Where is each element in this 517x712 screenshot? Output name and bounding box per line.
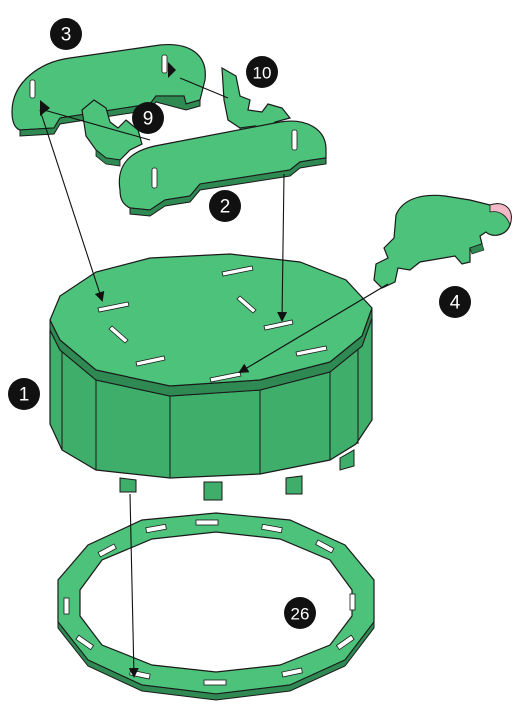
arrow-panel2-to-slot (277, 173, 288, 322)
part-badge-10: 10 (246, 56, 278, 88)
part-badge-1: 1 (8, 378, 40, 410)
badge-circle (132, 102, 164, 134)
part-badge-3: 3 (50, 18, 82, 50)
part-number-label: 4 (450, 293, 461, 314)
part-number-label: 1 (19, 385, 30, 406)
badge-circle (246, 56, 278, 88)
top-slots (97, 265, 328, 383)
part-number-label: 26 (291, 605, 310, 624)
arrow-panel3-to-bracket10 (179, 77, 229, 99)
assembly-arrows (39, 77, 389, 678)
badge-circle (50, 18, 82, 50)
arrow-turtle-to-slot (238, 283, 389, 374)
part-number-label: 9 (143, 109, 154, 130)
inner-arrowheads (40, 62, 176, 116)
turtle-piece (373, 194, 512, 289)
side-panel-back (11, 43, 206, 137)
badge-circle (439, 286, 471, 318)
part-badge-2: 2 (209, 190, 241, 222)
badge-circle (8, 378, 40, 410)
part-number-label: 3 (61, 25, 72, 46)
base-ring (57, 512, 375, 701)
part-badge-9: 9 (132, 102, 164, 134)
bottom-tabs (119, 449, 355, 501)
part-number-label: 2 (220, 197, 231, 218)
side-panel-front (118, 120, 327, 217)
arrow-body-to-ring (128, 493, 139, 678)
arrow-panel3-to-bracket9 (43, 109, 151, 141)
part-badge-4: 4 (439, 286, 471, 318)
badge-circle (209, 190, 241, 222)
part-badge-26: 26 (284, 597, 316, 629)
badge-circle (284, 597, 316, 629)
cylinder-body (49, 253, 373, 501)
arrow-panel3-to-slot (39, 109, 105, 302)
part-number-label: 10 (253, 64, 272, 83)
